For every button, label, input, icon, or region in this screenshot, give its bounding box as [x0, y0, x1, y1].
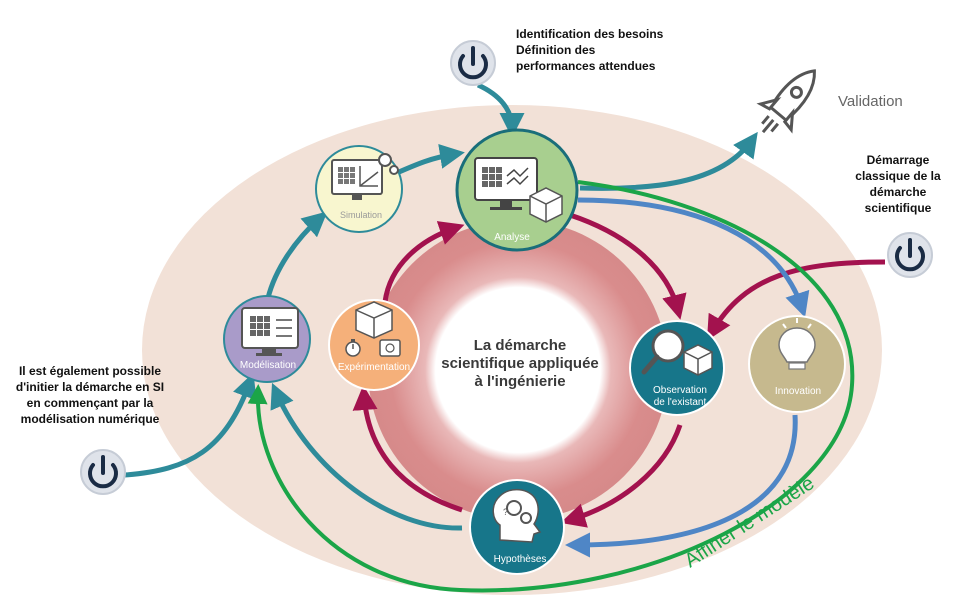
scale-icon [379, 339, 401, 357]
cube-icon [355, 301, 393, 339]
node-analyse-label: Analyse [494, 232, 530, 243]
node-hypotheses-label: Hypothèses [494, 554, 547, 565]
arrow-start-right-to-observation [706, 259, 886, 341]
node-experimentation-label: Expérimentation [338, 362, 410, 373]
node-modelisation-label: Modélisation [240, 360, 296, 371]
annotation-top-line1: Identification des besoins [516, 27, 664, 41]
arrow-analyse-to-observation [569, 212, 687, 320]
annotation-left-line3: en commençant par la [27, 396, 154, 410]
node-innovation[interactable]: Innovation [748, 315, 846, 413]
annotation-right-line1: Démarrage [867, 153, 930, 167]
node-experimentation[interactable]: Expérimentation [328, 299, 420, 391]
arrow-hypotheses-to-experimentation [352, 385, 463, 513]
stopwatch-icon [345, 339, 361, 357]
power-icon-top[interactable] [450, 40, 496, 86]
power-icon-right[interactable] [887, 232, 933, 278]
annotation-top-line3: performances attendues [516, 59, 656, 73]
annotation-top-line2: Définition des [516, 43, 596, 57]
gears-head-icon: ? [492, 488, 542, 543]
annotation-right-line4: scientifique [865, 201, 932, 215]
arrow-experimentation-to-analyse [382, 221, 465, 303]
node-observation[interactable]: Observation de l'existant [629, 320, 725, 416]
cube-icon [529, 187, 563, 223]
node-analyse[interactable]: Analyse [455, 128, 579, 252]
svg-text:?: ? [503, 507, 508, 517]
arrow-analyse-to-validation [579, 131, 758, 191]
arrow-analyse-to-innovation [577, 197, 810, 318]
arrow-affiner-le-modele [247, 180, 855, 593]
power-icon-left[interactable] [80, 449, 126, 495]
arrow-observation-to-hypotheses [560, 424, 683, 528]
arrow-start-top-to-analyse [476, 82, 525, 138]
validation-label: Validation [838, 93, 903, 110]
node-simulation-label: Simulation [340, 210, 382, 220]
arrow-start-left-to-modelisation [124, 372, 257, 478]
central-ring [368, 220, 668, 520]
annotation-right-line2: classique de la [855, 169, 941, 183]
node-observation-label-1: Observation [653, 385, 707, 396]
annotation-left-line1: Il est également possible [19, 364, 161, 378]
monitor-icon [474, 157, 538, 210]
node-innovation-label: Innovation [775, 386, 821, 397]
arrow-modelisation-to-simulation [265, 211, 328, 299]
monitor-icon [241, 307, 299, 356]
node-modelisation[interactable]: Modélisation [223, 295, 311, 383]
monitor-icon [331, 153, 399, 200]
arrow-innovation-to-hypotheses [565, 414, 798, 558]
center-title-line3: à l'ingénierie [474, 373, 565, 390]
cube-icon [683, 344, 713, 376]
annotation-left-line2: d'initier la démarche en SI [16, 380, 164, 394]
rocket-icon [756, 69, 816, 134]
center-title-line2: scientifique appliquée [441, 355, 599, 372]
annotation-right-line3: démarche [870, 185, 927, 199]
center-title-line1: La démarche [474, 337, 567, 354]
annotation-left-line4: modélisation numérique [21, 412, 160, 426]
lightbulb-icon [778, 318, 816, 370]
node-observation-label-2: de l'existant [654, 397, 707, 408]
arrow-hypotheses-to-modelisation [270, 382, 463, 531]
magnifier-icon [641, 329, 685, 375]
node-hypotheses[interactable]: ? Hypothèses [469, 479, 565, 575]
node-simulation[interactable]: Simulation [315, 145, 403, 233]
